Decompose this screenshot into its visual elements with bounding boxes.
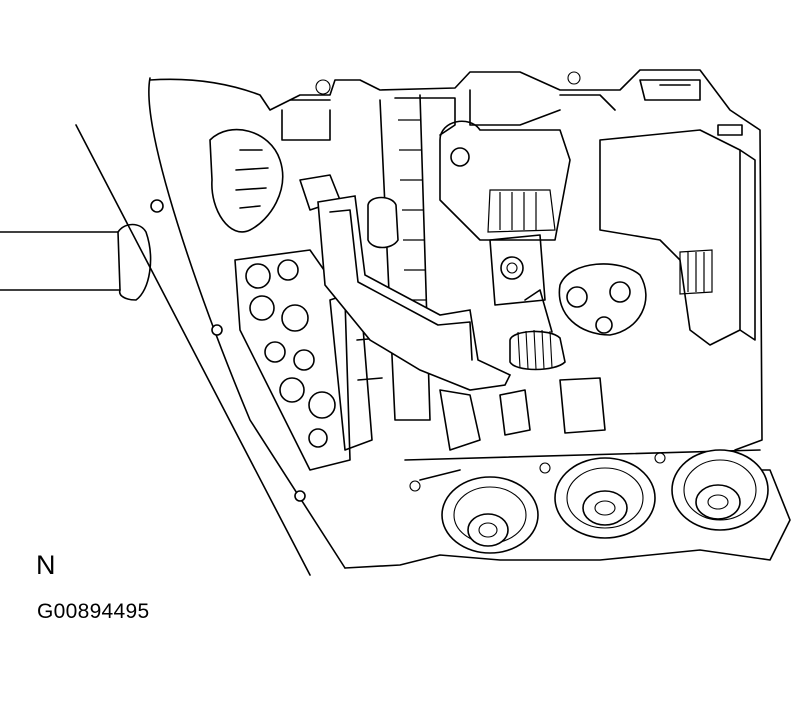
top-bolt-hole: [315, 79, 331, 95]
accumulator-piston: [441, 476, 539, 554]
pan-flange-inner-edge: [148, 77, 346, 569]
ledge-bolt: [654, 452, 666, 464]
top-bolt-hole: [567, 71, 581, 85]
casting-rib: [235, 149, 269, 209]
lower-ledge: [404, 449, 761, 481]
shift-position-label: N: [36, 550, 56, 580]
right-block-edge: [739, 149, 756, 341]
triple-boss: [558, 263, 647, 336]
triple-boss-bolt: [609, 281, 631, 303]
detent-spring: [509, 289, 566, 371]
upper-boss: [439, 120, 571, 241]
triple-boss-bolt: [566, 286, 588, 308]
flange-bolt-hole: [150, 199, 164, 213]
right-block: [599, 129, 741, 346]
top-face-detail: [717, 124, 743, 136]
detent-lever-bracket-inner: [329, 209, 473, 361]
top-face-detail: [639, 79, 701, 101]
detent-plunger: [367, 196, 399, 249]
detent-lever-bracket: [317, 195, 512, 391]
right-block-ribs: [679, 249, 713, 295]
top-face-detail: [281, 89, 616, 141]
bore-cluster-left: [234, 249, 351, 471]
casting-rib: [499, 377, 606, 436]
shaft-collar: [117, 223, 152, 301]
ledge-bolt: [409, 480, 421, 492]
casting-rib: [439, 389, 481, 451]
center-bolt-inner: [506, 262, 518, 274]
ledge-bolt: [539, 462, 551, 474]
accumulator-piston: [554, 457, 656, 539]
center-boss: [489, 234, 546, 306]
upper-boss-ribs: [487, 189, 556, 233]
flange-bolt-hole: [294, 490, 306, 502]
pan-flange-outer-edge: [75, 124, 311, 576]
triple-boss-bolt: [595, 316, 613, 334]
figure-code-label: G00894495: [37, 600, 150, 623]
center-bolt: [500, 256, 524, 280]
shaft-body: [0, 231, 121, 291]
accumulator-piston: [671, 449, 769, 531]
flange-bolt-hole: [211, 324, 223, 336]
channel-hatching: [398, 119, 428, 331]
valve-body-outline: [149, 69, 791, 569]
casting-rib: [209, 128, 284, 233]
upper-boss-bolt: [450, 147, 470, 167]
